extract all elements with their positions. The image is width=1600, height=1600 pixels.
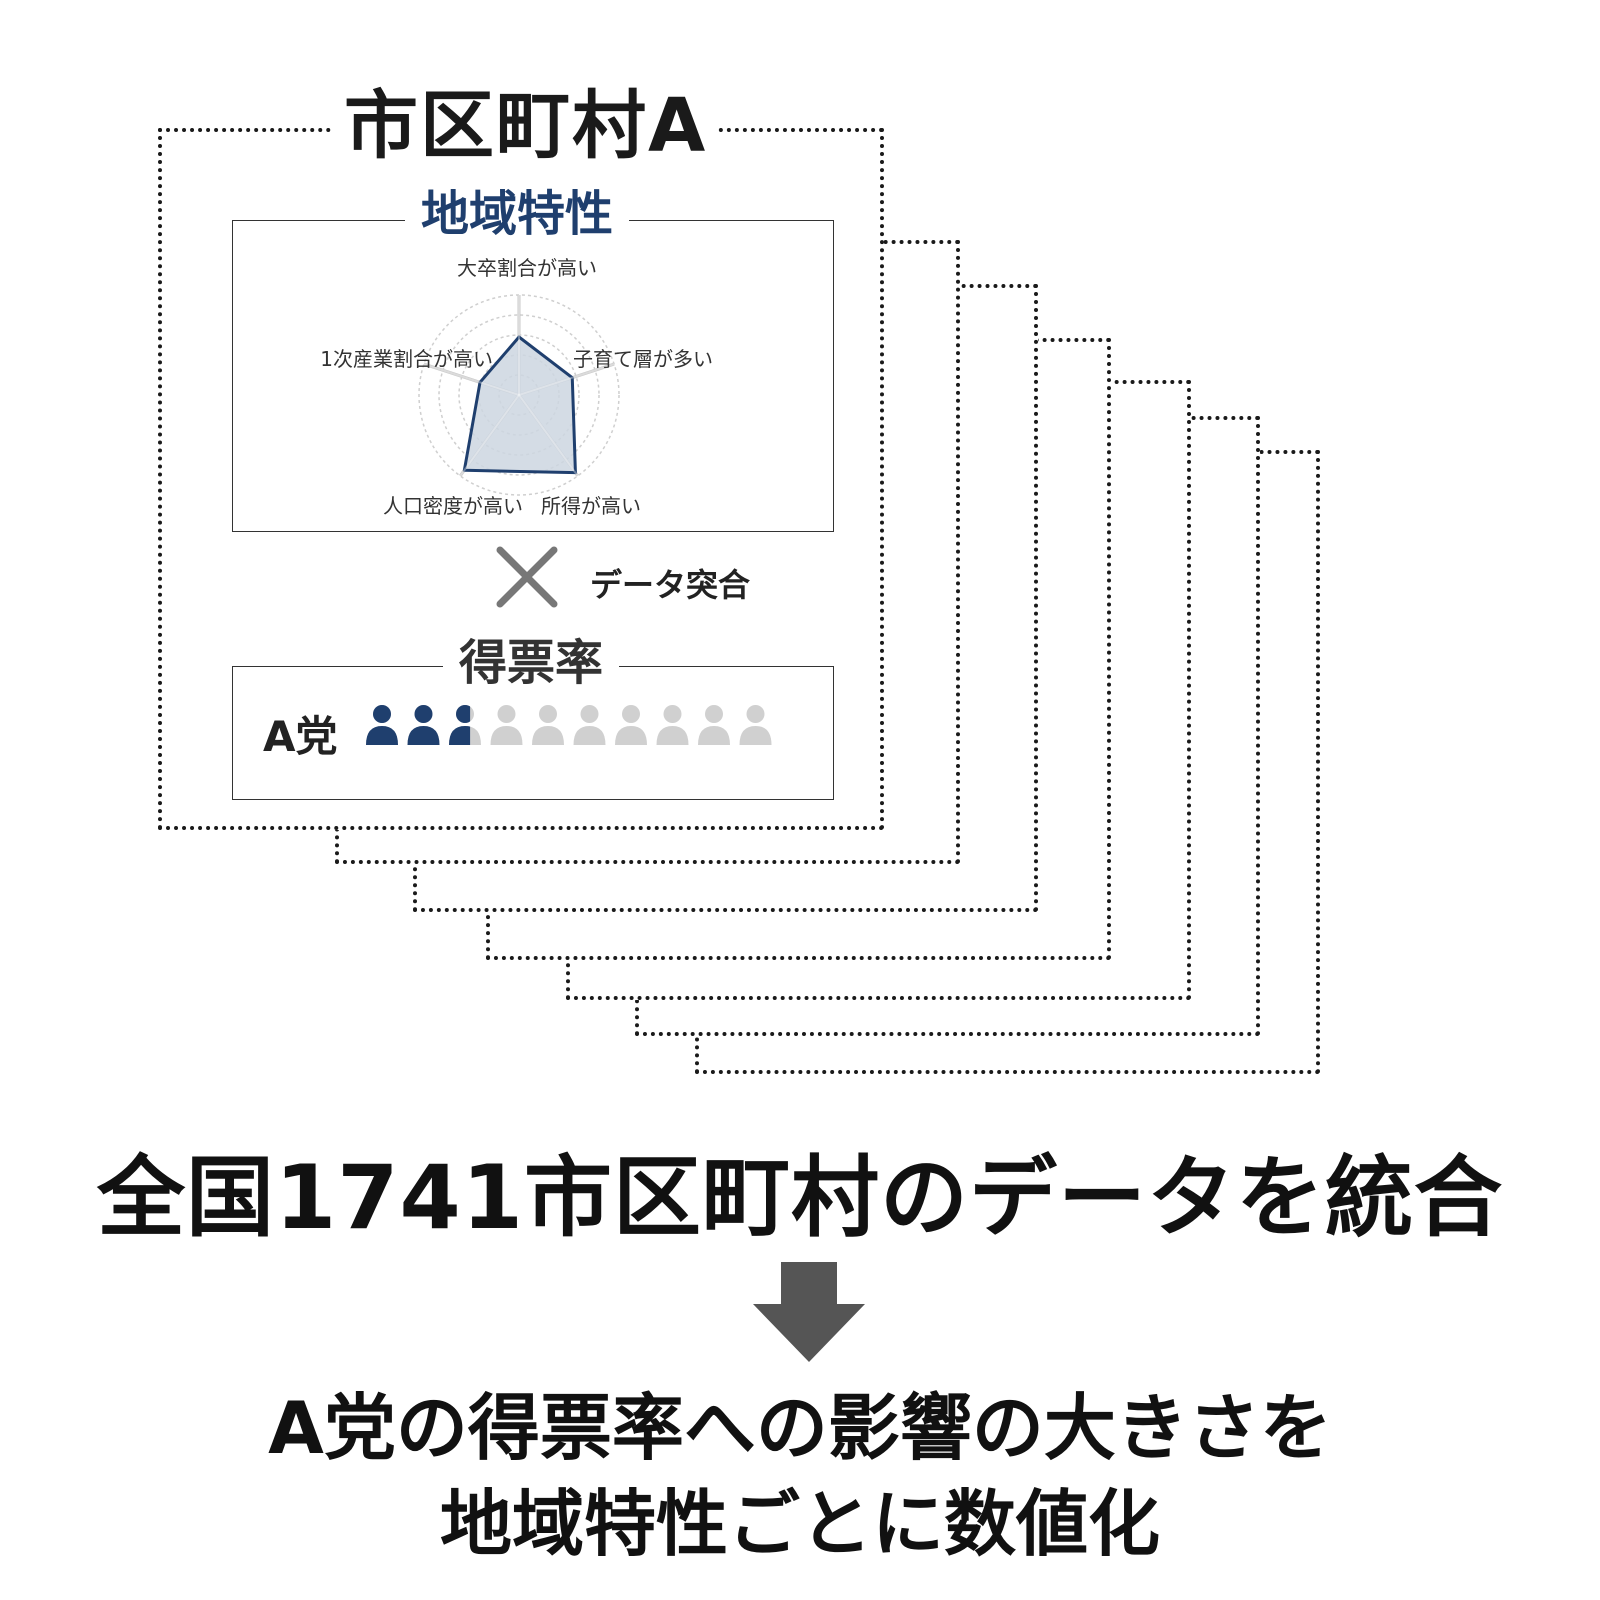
multiply-icon — [496, 546, 558, 608]
radar-axis-line — [423, 363, 520, 396]
vote-share-panel: 得票率 A党 — [232, 631, 834, 800]
radar-axis-line — [518, 363, 615, 396]
axis-label-primary-industry: 1次産業割合が高い — [320, 347, 493, 371]
axis-label-income: 所得が高い — [541, 494, 641, 518]
radar-axis-line — [518, 394, 579, 477]
radar-data-polygon — [462, 335, 577, 475]
person-icon — [449, 705, 481, 745]
municipality-card: 市区町村A 地域特性 大卒割合が高い 子育て層が多い 所得が高い 人口密度が高い… — [158, 78, 884, 830]
person-icon — [656, 705, 689, 745]
municipality-title: 市区町村A — [334, 78, 718, 174]
radar-chart: 大卒割合が高い 子育て層が多い 所得が高い 人口密度が高い 1次産業割合が高い — [320, 256, 713, 518]
person-icon — [407, 705, 440, 745]
radar-axis-labels: 大卒割合が高い 子育て層が多い 所得が高い 人口密度が高い 1次産業割合が高い — [320, 256, 713, 518]
regional-characteristics-panel: 地域特性 大卒割合が高い 子育て層が多い 所得が高い 人口密度が高い 1次産業割… — [232, 181, 834, 532]
person-icon — [490, 705, 523, 745]
axis-label-child-rearing: 子育て層が多い — [573, 347, 713, 371]
down-arrow-icon — [753, 1262, 865, 1362]
person-icon — [615, 705, 647, 745]
data-merge-label: データ突合 — [590, 566, 751, 604]
person-icon — [573, 705, 606, 745]
person-icon — [532, 705, 564, 745]
regional-characteristics-title: 地域特性 — [405, 181, 630, 247]
conclusion-line-2: 地域特性ごとに数値化 — [439, 1482, 1160, 1566]
person-icon — [366, 705, 398, 745]
conclusion-line-1: A党の得票率への影響の大きさを — [268, 1386, 1332, 1470]
person-icon — [698, 705, 730, 745]
radar-axes-overlay — [423, 295, 615, 477]
vote-share-title: 得票率 — [443, 631, 620, 695]
axis-label-population-density: 人口密度が高い — [383, 494, 523, 518]
radar-grid-ring — [438, 314, 600, 476]
vote-share-people-icons — [366, 705, 772, 745]
axis-label-college: 大卒割合が高い — [457, 256, 597, 280]
summary-text: 全国1741市区町村のデータを統合 — [97, 1146, 1503, 1249]
person-icon — [739, 705, 772, 745]
radar-axis-line — [459, 394, 520, 477]
party-name: A党 — [263, 712, 338, 761]
